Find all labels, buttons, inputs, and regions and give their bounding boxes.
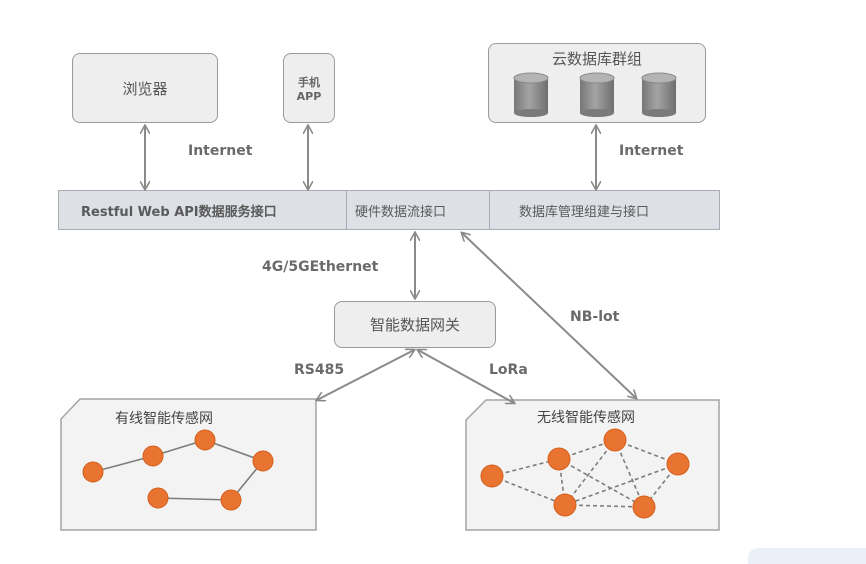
nb-iot-arrow: [462, 233, 636, 398]
wireless-network-panel: [465, 399, 720, 531]
gateway-label: 智能数据网关: [369, 316, 460, 334]
wireless-node: [480, 464, 504, 488]
wired-node: [220, 489, 242, 511]
wired-node: [147, 487, 169, 509]
wireless-node: [553, 493, 577, 517]
lora-arrow: [418, 350, 514, 403]
wired-network-title: 有线智能传感网: [115, 411, 213, 427]
restful-api-label: Restful Web API数据服务接口: [81, 204, 277, 220]
mobile-label-line2: APP: [296, 89, 322, 103]
database-cylinder-1: [513, 72, 549, 117]
restful-api-segment: Restful Web API数据服务接口: [81, 191, 341, 229]
wired-node: [194, 429, 216, 451]
mobile-app-box: 手机 APP: [283, 53, 335, 123]
wireless-node: [547, 447, 571, 471]
cloud-title: 云数据库群组: [551, 50, 642, 68]
wired-node: [142, 445, 164, 467]
wireless-node: [666, 452, 690, 476]
database-cylinder-2: [579, 72, 615, 117]
wired-node: [82, 461, 104, 483]
hardware-stream-label: 硬件数据流接口: [355, 204, 447, 220]
internet-label-left: Internet: [188, 143, 253, 159]
browser-label: 浏览器: [122, 79, 168, 98]
wireless-network-title: 无线智能传感网: [537, 410, 635, 426]
rs485-arrow: [317, 350, 414, 400]
segment-divider-2: [489, 191, 490, 229]
uplink-label: 4G/5GEthernet: [262, 259, 379, 275]
wireless-network-nodes: [480, 428, 690, 519]
segment-divider-1: [346, 191, 347, 229]
wired-network-panel: [60, 398, 317, 531]
internet-label-right: Internet: [619, 143, 684, 159]
mobile-label-line1: 手机: [298, 75, 320, 89]
service-interface-bar: Restful Web API数据服务接口 硬件数据流接口 数据库管理组建与接口: [58, 190, 720, 230]
database-cylinder-3: [641, 72, 677, 117]
wireless-node: [603, 428, 627, 452]
database-mgmt-segment: 数据库管理组建与接口: [519, 191, 709, 229]
hardware-stream-segment: 硬件数据流接口: [355, 191, 485, 229]
wired-node: [252, 450, 274, 472]
rs485-label: RS485: [294, 362, 345, 378]
browser-box: 浏览器: [72, 53, 218, 123]
decorative-corner: [748, 548, 866, 564]
database-mgmt-label: 数据库管理组建与接口: [519, 204, 650, 220]
wireless-node: [632, 495, 656, 519]
lora-label: LoRa: [489, 362, 528, 378]
nb-iot-label: NB-lot: [570, 309, 620, 325]
wired-network-nodes: [82, 429, 274, 511]
